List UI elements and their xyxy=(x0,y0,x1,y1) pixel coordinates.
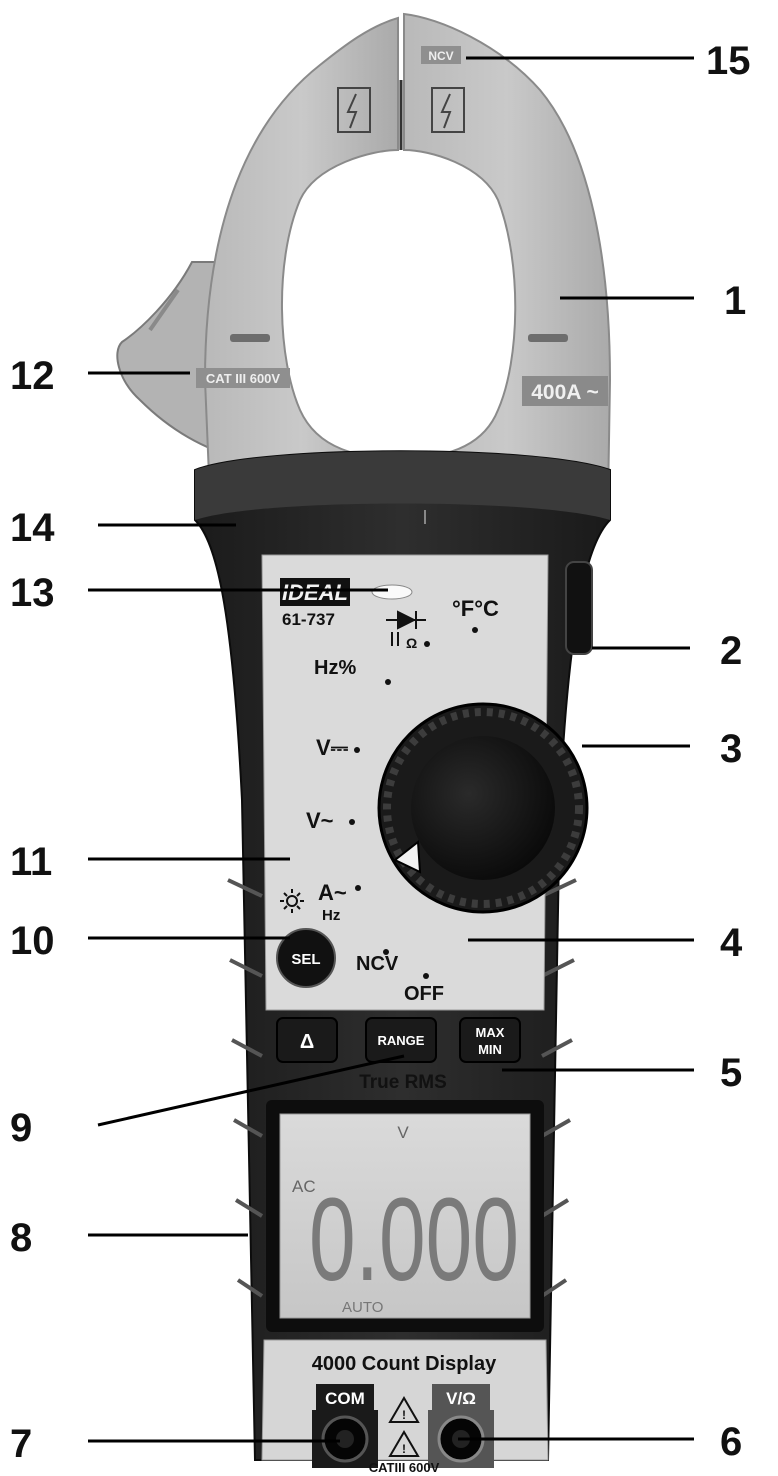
callout-12: 12 xyxy=(10,354,55,398)
jaw-marker xyxy=(230,334,270,342)
svg-text:Ω: Ω xyxy=(406,635,417,651)
dial-label-aac: A~ xyxy=(318,880,347,905)
callout-9: 9 xyxy=(10,1106,32,1150)
side-grip xyxy=(227,878,577,1298)
callout-13: 13 xyxy=(10,571,55,615)
callout-15: 15 xyxy=(706,39,751,83)
backlight-icon xyxy=(280,889,304,913)
cat-rating-label: CAT III 600V xyxy=(206,371,281,386)
v-ohm-jack-label: V/Ω xyxy=(446,1389,476,1408)
callout-14: 14 xyxy=(10,506,55,550)
callout-5: 5 xyxy=(720,1051,742,1095)
relative-delta-button[interactable]: Δ xyxy=(276,1017,338,1063)
callout-6: 6 xyxy=(720,1420,742,1464)
callout-2: 2 xyxy=(720,629,742,673)
ncv-sensor-label: NCV xyxy=(428,49,453,63)
current-rating-label: 400A ~ xyxy=(531,381,599,404)
dial-label-vdc: V⎓ xyxy=(316,735,349,760)
cat-rating-tag xyxy=(196,368,290,388)
warning-icon: ! xyxy=(388,1430,420,1457)
lcd-auto-indicator: AUTO xyxy=(342,1299,383,1316)
callout-10: 10 xyxy=(10,919,55,963)
count-display-label: 4000 Count Display xyxy=(312,1353,497,1375)
max-min-button-label-max: MAX xyxy=(476,1025,505,1040)
dial-position-dots xyxy=(349,627,478,979)
com-jack-label: COM xyxy=(325,1389,365,1408)
callout-1: 1 xyxy=(724,279,746,323)
brand-logo-plate xyxy=(280,578,350,606)
relative-delta-button-label: Δ xyxy=(300,1031,314,1053)
svg-text:!: ! xyxy=(402,1408,406,1422)
range-button[interactable]: RANGE xyxy=(365,1017,437,1063)
max-min-button[interactable]: MAX MIN xyxy=(459,1017,521,1063)
dial-label-off: OFF xyxy=(404,983,444,1005)
true-rms-label: True RMS xyxy=(359,1072,447,1093)
lcd-unit: V xyxy=(397,1123,409,1142)
rotary-function-dial[interactable] xyxy=(377,702,589,914)
lcd-reading: 0.000 xyxy=(309,1174,519,1306)
com-jack-tag xyxy=(316,1384,374,1410)
dial-pointer-icon xyxy=(393,840,422,874)
side-button[interactable] xyxy=(565,561,593,655)
dial-label-aac-hz: Hz xyxy=(322,907,340,924)
shock-warning-icon xyxy=(337,87,371,133)
callout-4: 4 xyxy=(720,921,743,965)
ncv-sensor-tag xyxy=(421,46,461,64)
v-ohm-input-jack[interactable] xyxy=(428,1410,494,1468)
model-number: 61-737 xyxy=(282,610,335,629)
callout-7: 7 xyxy=(10,1422,32,1466)
max-min-button-label-min: MIN xyxy=(478,1042,502,1057)
shock-warning-icon xyxy=(431,87,465,133)
com-input-jack[interactable] xyxy=(312,1410,378,1468)
leader-line-9 xyxy=(97,1054,405,1127)
dial-label-vac: V~ xyxy=(306,808,334,833)
lcd-mode: AC xyxy=(292,1177,316,1196)
diode-continuity-icon: Ω xyxy=(386,610,426,651)
current-rating-tag xyxy=(522,376,608,406)
jack-cat-rating: CATIII 600V xyxy=(369,1460,440,1475)
callout-8: 8 xyxy=(10,1216,32,1260)
callout-3: 3 xyxy=(720,727,742,771)
svg-text:!: ! xyxy=(402,1442,406,1456)
lcd-display: V AC 0.000 AUTO xyxy=(266,1100,544,1332)
brand-logo: IDEAL xyxy=(282,580,348,605)
clamp-jaws: NCV CAT III 600V 400A ~ xyxy=(196,12,612,501)
sel-button-label: SEL xyxy=(291,951,320,968)
jaw-marker xyxy=(528,334,568,342)
sel-button[interactable]: SEL xyxy=(276,928,336,988)
warning-icon: ! xyxy=(388,1396,420,1423)
v-ohm-jack-tag xyxy=(432,1384,490,1410)
dial-label-ncv: NCV xyxy=(356,953,399,975)
callout-11: 11 xyxy=(10,840,52,884)
dial-label-temp: °F°C xyxy=(452,596,499,621)
range-button-label: RANGE xyxy=(378,1033,425,1048)
dial-label-hz: Hz% xyxy=(314,657,356,679)
ncv-indicator-lamp xyxy=(371,584,413,600)
leader-lines xyxy=(88,56,694,1443)
